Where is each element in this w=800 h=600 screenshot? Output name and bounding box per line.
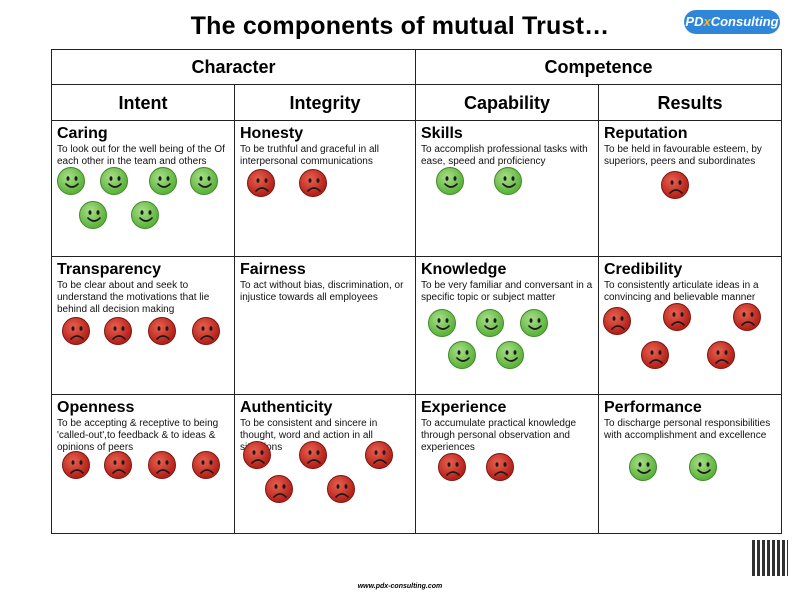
frowning-face-icon (62, 317, 90, 345)
column-header-integrity: Integrity (235, 85, 416, 121)
component-name: Authenticity (240, 399, 333, 416)
cell-results-row-2: Credibility To consistently articulate id… (599, 257, 781, 395)
component-description: To accumulate practical knowledge throug… (421, 418, 577, 453)
smiley-face-icon (190, 167, 218, 195)
smiley-face-icon (496, 341, 524, 369)
frowning-face-icon (243, 441, 271, 469)
component-description: To be accepting & receptive to being 'ca… (57, 418, 219, 453)
smiley-face-icon (149, 167, 177, 195)
component-description: To act without bias, discrimination, or … (240, 280, 404, 303)
logo-text-3: Consulting (710, 14, 779, 29)
frowning-face-icon (192, 317, 220, 345)
component-name: Skills (421, 125, 463, 142)
smiley-face-icon (57, 167, 85, 195)
component-name: Openness (57, 399, 135, 416)
component-name: Credibility (604, 261, 683, 278)
component-name: Knowledge (421, 261, 507, 278)
smiley-face-icon (494, 167, 522, 195)
smiley-face-icon (448, 341, 476, 369)
column-header-results: Results (599, 85, 781, 121)
frowning-face-icon (299, 169, 327, 197)
component-name: Reputation (604, 125, 688, 142)
frowning-face-icon (641, 341, 669, 369)
cell-intent-row-2: Transparency To be clear about and seek t… (52, 257, 235, 395)
frowning-face-icon (365, 441, 393, 469)
frowning-face-icon (327, 475, 355, 503)
component-description: To accomplish professional tasks with ea… (421, 144, 588, 167)
component-description: To be held in favourable esteem, by supe… (604, 144, 762, 167)
component-name: Caring (57, 125, 108, 142)
cell-results-row-3: Performance To discharge personal respons… (599, 395, 781, 533)
cell-intent-row-1: Caring To look out for the well being of … (52, 121, 235, 257)
frowning-face-icon (104, 317, 132, 345)
footer-url: www.pdx-consulting.com (357, 583, 443, 590)
component-name: Experience (421, 399, 507, 416)
smiley-face-icon (100, 167, 128, 195)
cell-capability-row-3: Experience To accumulate practical knowle… (416, 395, 599, 533)
component-name: Honesty (240, 125, 304, 142)
frowning-face-icon (733, 303, 761, 331)
group-header-character: Character (52, 50, 416, 85)
frowning-face-icon (661, 171, 689, 199)
trust-matrix: Character Competence Intent Integrity Ca… (51, 49, 782, 534)
frowning-face-icon (148, 451, 176, 479)
smiley-face-icon (436, 167, 464, 195)
cell-intent-row-3: Openness To be accepting & receptive to b… (52, 395, 235, 533)
component-name: Fairness (240, 261, 306, 278)
smiley-face-icon (629, 453, 657, 481)
smiley-face-icon (79, 201, 107, 229)
smiley-face-icon (131, 201, 159, 229)
frowning-face-icon (707, 341, 735, 369)
frowning-face-icon (265, 475, 293, 503)
component-description: To be very familiar and conversant in a … (421, 280, 593, 303)
group-header-competence: Competence (416, 50, 781, 85)
frowning-face-icon (486, 453, 514, 481)
frowning-face-icon (62, 451, 90, 479)
frowning-face-icon (192, 451, 220, 479)
cell-capability-row-1: Skills To accomplish professional tasks w… (416, 121, 599, 257)
column-header-capability: Capability (416, 85, 599, 121)
logo-text-1: PD (685, 14, 704, 29)
company-logo: PDxConsulting (684, 10, 780, 34)
component-name: Transparency (57, 261, 162, 278)
frowning-face-icon (148, 317, 176, 345)
frowning-face-icon (247, 169, 275, 197)
cell-results-row-1: Reputation To be held in favourable estee… (599, 121, 781, 257)
smiley-face-icon (520, 309, 548, 337)
frowning-face-icon (603, 307, 631, 335)
component-description: To look out for the well being of the Of… (57, 144, 225, 167)
cell-integrity-row-1: Honesty To be truthful and graceful in al… (235, 121, 416, 257)
frowning-face-icon (104, 451, 132, 479)
component-description: To consistently articulate ideas in a co… (604, 280, 759, 303)
smiley-face-icon (476, 309, 504, 337)
page-title: The components of mutual Trust… (190, 12, 610, 40)
component-description: To be clear about and seek to understand… (57, 280, 210, 315)
logo-text-2: x (703, 14, 711, 29)
smiley-face-icon (689, 453, 717, 481)
column-header-intent: Intent (52, 85, 235, 121)
frowning-face-icon (438, 453, 466, 481)
cell-integrity-row-2: Fairness To act without bias, discriminat… (235, 257, 416, 395)
component-description: To be truthful and graceful in all inter… (240, 144, 379, 167)
qr-code-icon (752, 540, 788, 576)
component-description: To discharge personal responsibilities w… (604, 418, 771, 441)
frowning-face-icon (299, 441, 327, 469)
frowning-face-icon (663, 303, 691, 331)
component-name: Performance (604, 399, 702, 416)
cell-capability-row-2: Knowledge To be very familiar and convers… (416, 257, 599, 395)
smiley-face-icon (428, 309, 456, 337)
